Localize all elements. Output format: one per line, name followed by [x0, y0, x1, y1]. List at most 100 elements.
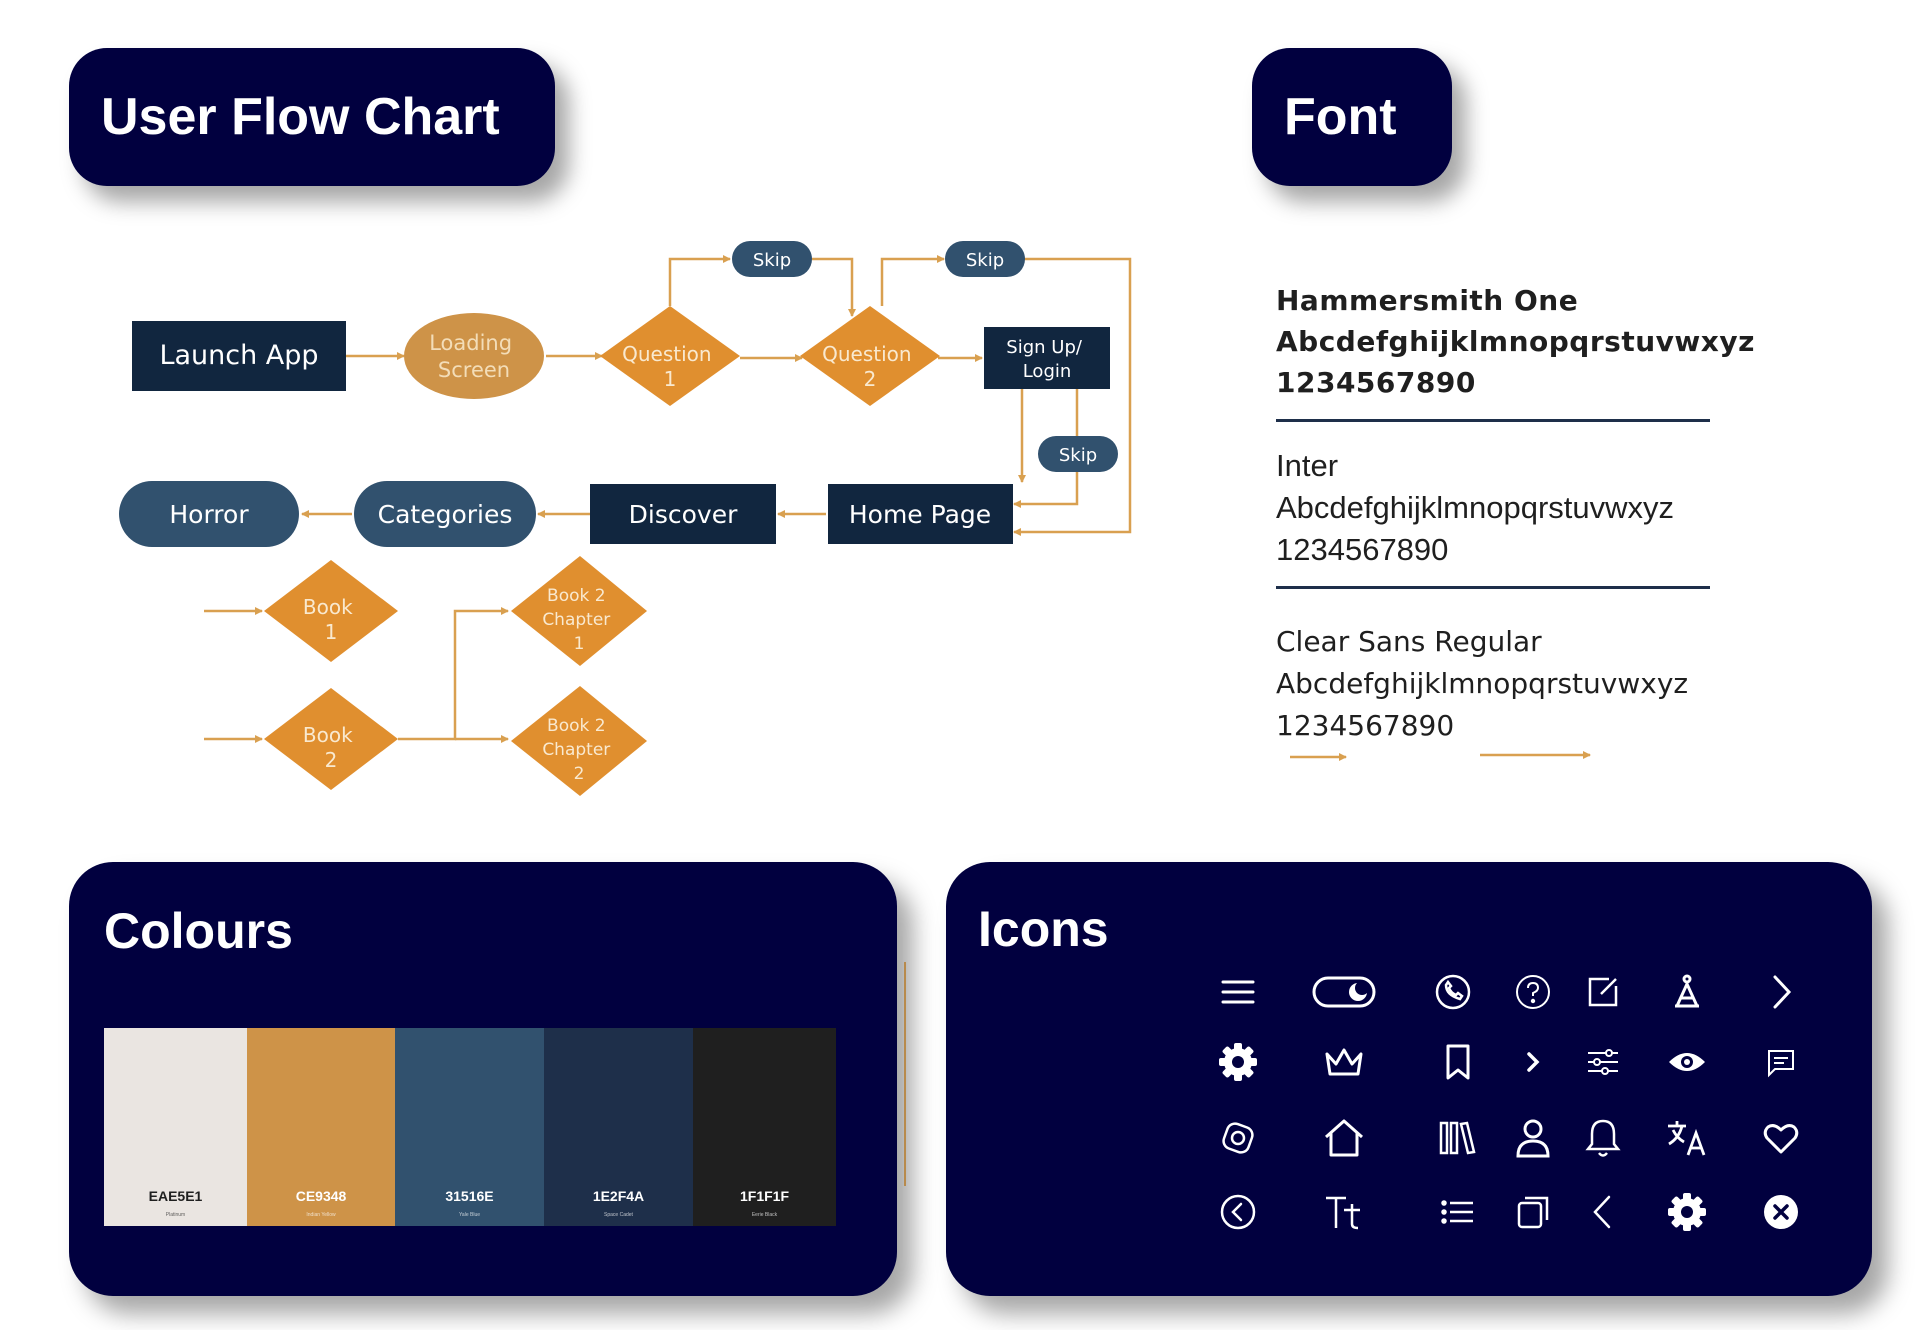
phone-icon[interactable] [1428, 967, 1478, 1017]
font-digits-clear-sans: 1234567890 [1276, 709, 1455, 742]
font-alphabet-hammersmith: Abcdefghijklmnopqrstuvwxyz [1276, 325, 1755, 358]
book1-line2: 1 [325, 620, 338, 644]
skip2-label: Skip [966, 250, 1004, 271]
connector-question2-skip2 [880, 255, 945, 306]
menu-icon[interactable] [1213, 967, 1263, 1017]
help-icon[interactable] [1508, 967, 1558, 1017]
edit-icon[interactable] [1578, 967, 1628, 1017]
book2-chapter1-line3: 1 [574, 634, 585, 654]
small-chevron-right-icon[interactable] [1508, 1037, 1558, 1087]
text-size-icon[interactable] [1662, 967, 1712, 1017]
loading-screen-label: Loading Screen [429, 331, 519, 382]
close-circle-icon[interactable] [1756, 1187, 1806, 1237]
swatch-platinum: EAE5E1 Platinum [104, 1028, 247, 1226]
book2-node [264, 688, 398, 790]
comment-icon[interactable] [1756, 1037, 1806, 1087]
discover-label: Discover [629, 500, 738, 529]
settings-icon[interactable] [1213, 1037, 1263, 1087]
library-icon[interactable] [1433, 1113, 1483, 1163]
signup-login-node [984, 327, 1110, 389]
swatch-name-yale-blue: Yale Blue [458, 1212, 481, 1218]
signup-line2: Login [1023, 361, 1072, 382]
font-digits-hammersmith: 1234567890 [1276, 366, 1476, 399]
font-alphabet-clear-sans: Abcdefghijklmnopqrstuvwxyz [1276, 667, 1689, 700]
icons-title: Icons [978, 901, 1109, 957]
book2-chapter1-label: Book 2 Chapter 1 [542, 586, 615, 654]
book1-node [264, 560, 398, 662]
swatch-name-platinum: Platinum [165, 1212, 186, 1218]
swatch-hex-space-cadet: 1E2F4A [592, 1188, 645, 1204]
list-icon[interactable] [1433, 1187, 1483, 1237]
crown-icon[interactable] [1319, 1037, 1369, 1087]
loading-screen-line1: Loading [429, 331, 512, 355]
question1-line2: 1 [664, 367, 677, 391]
icons-card: Icons [946, 862, 1872, 1296]
skip1-label: Skip [753, 250, 791, 271]
font-sample-inter: Inter Abcdefghijklmnopqrstuvwxyz 1234567… [1276, 445, 1674, 571]
dark-mode-toggle-icon[interactable] [1309, 967, 1379, 1017]
book2-chapter2-line1: Book 2 [547, 716, 606, 736]
book2-label: Book 2 [303, 723, 359, 772]
book2-chapter1-line2: Chapter [542, 610, 610, 630]
book2-line1: Book [303, 723, 353, 747]
user-flow-diagram: Launch App Loading Screen Question 1 Que… [119, 241, 1591, 796]
signup-line1: Sign Up/ [1006, 337, 1083, 358]
font-title-text: Font [1284, 88, 1397, 146]
chevron-right-icon[interactable] [1756, 967, 1806, 1017]
notification-bell-icon[interactable] [1578, 1113, 1628, 1163]
book2-chapter1-node [511, 556, 647, 666]
profile-icon[interactable] [1508, 1113, 1558, 1163]
loading-screen-line2: Screen [438, 358, 510, 382]
translate-icon[interactable] [1662, 1113, 1712, 1163]
flow-connectors [204, 255, 1591, 761]
question1-node [600, 306, 740, 406]
question2-line1: Question [822, 342, 911, 366]
explore-icon[interactable] [1213, 1113, 1263, 1163]
bookmark-icon[interactable] [1433, 1037, 1483, 1087]
book2-chapter2-line2: Chapter [542, 740, 610, 760]
discover-node [590, 484, 776, 544]
horror-label: Horror [169, 500, 249, 529]
loading-screen-node [404, 313, 544, 399]
font-sample-hammersmith: Hammersmith One Abcdefghijklmnopqrstuvwx… [1276, 280, 1755, 403]
launch-app-label: Launch App [159, 340, 318, 371]
swatch-name-eerie-black: Eerie Black [751, 1212, 778, 1218]
book2-chapter2-node [511, 686, 647, 796]
categories-node [354, 481, 536, 547]
swatch-indian-yellow: CE9348 Indian Yellow [247, 1028, 395, 1226]
font-name-clear-sans: Clear Sans Regular [1276, 625, 1542, 658]
swatch-name-space-cadet: Space Cadet [604, 1212, 633, 1218]
heart-icon[interactable] [1756, 1113, 1806, 1163]
connector-book2-chapter1 [398, 607, 509, 741]
connector-question1-skip1 [668, 255, 731, 306]
swatch-space-cadet: 1E2F4A Space Cadet [544, 1028, 693, 1226]
connector-signup-skip3 [1013, 389, 1079, 508]
settings-filled-icon[interactable] [1662, 1187, 1712, 1237]
swatch-name-indian-yellow: Indian Yellow [306, 1212, 336, 1218]
home-page-label: Home Page [849, 500, 991, 529]
eye-icon[interactable] [1662, 1037, 1712, 1087]
font-sample-clear-sans: Clear Sans Regular Abcdefghijklmnopqrstu… [1276, 621, 1688, 747]
skip1-node [732, 241, 812, 277]
categories-label: Categories [378, 500, 513, 529]
colours-card-accent-line [904, 962, 906, 1186]
user-flow-chart-title-text: User Flow Chart [101, 88, 500, 146]
connector-skip2-home [1013, 257, 1132, 536]
chevron-left-icon[interactable] [1578, 1187, 1628, 1237]
home-icon[interactable] [1319, 1113, 1369, 1163]
user-flow-chart-title: User Flow Chart [69, 48, 555, 186]
question1-label: Question 1 [622, 342, 718, 391]
sliders-icon[interactable] [1578, 1037, 1628, 1087]
question2-label: Question 2 [822, 342, 918, 391]
swatch-hex-yale-blue: 31516E [445, 1188, 494, 1204]
font-divider-2 [1276, 586, 1710, 589]
question2-node [800, 306, 940, 406]
home-page-node [828, 484, 1013, 544]
typography-icon[interactable] [1319, 1187, 1369, 1237]
skip3-label: Skip [1059, 445, 1097, 466]
skip3-node [1038, 436, 1118, 472]
font-title: Font [1252, 48, 1452, 186]
copy-icon[interactable] [1508, 1187, 1558, 1237]
back-circle-icon[interactable] [1213, 1187, 1263, 1237]
skip2-node [945, 241, 1025, 277]
